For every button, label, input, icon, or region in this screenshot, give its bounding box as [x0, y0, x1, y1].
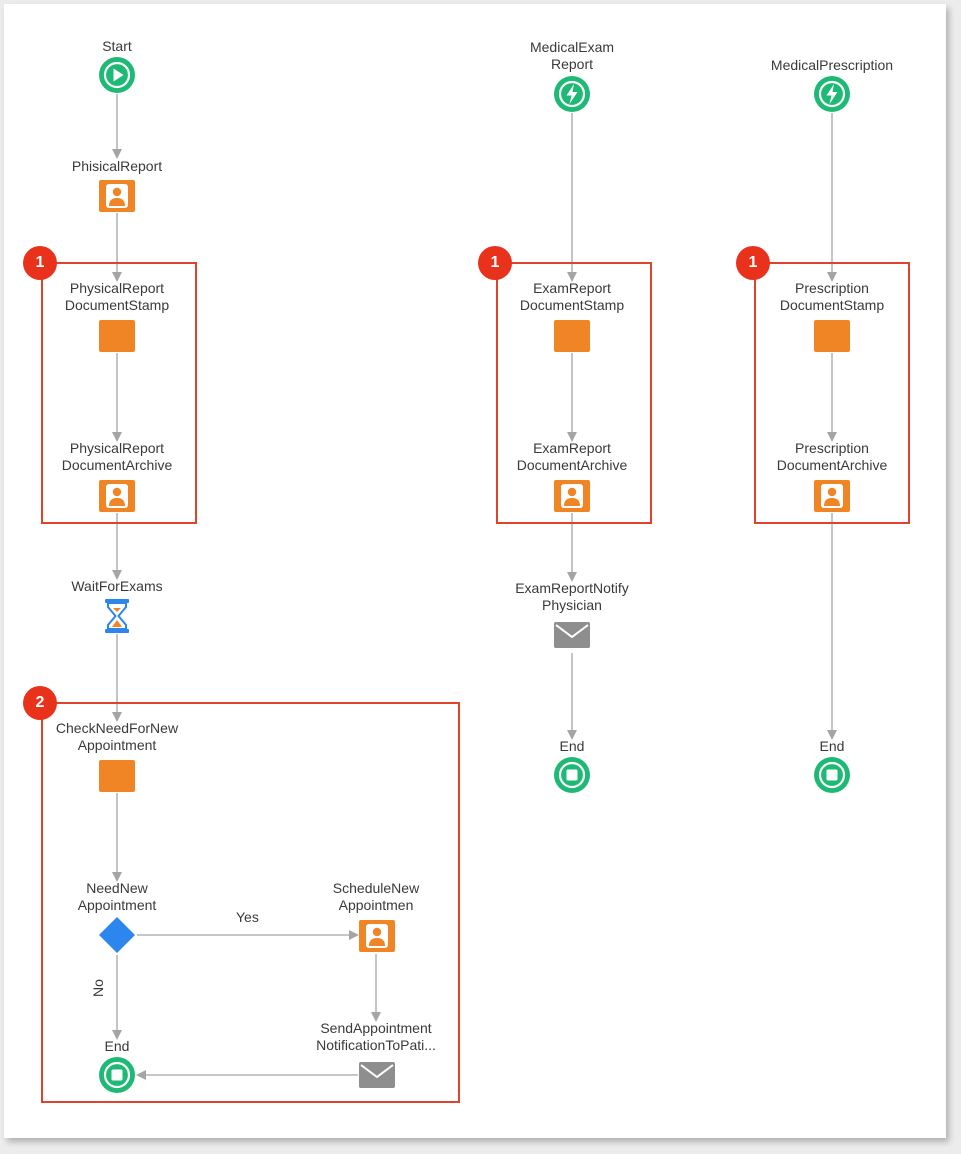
- check-label-line2: Appointment: [77, 737, 157, 753]
- group-frame-prescription: [754, 262, 910, 524]
- end-event-icon[interactable]: [554, 757, 590, 793]
- decision-label-line2: Appointment: [77, 897, 157, 913]
- check-label-line1: CheckNeedForNew: [55, 720, 179, 736]
- group-badge: 1: [736, 246, 770, 280]
- rx-trigger-label: MedicalPrescription: [770, 57, 894, 73]
- service-task-icon[interactable]: [99, 760, 135, 792]
- exam-trigger-label-line2: Report: [550, 56, 594, 72]
- lightning-event-icon[interactable]: [814, 76, 850, 112]
- stamp-label-line1: PhysicalReport: [69, 280, 165, 296]
- archive-label-line2: DocumentArchive: [61, 457, 173, 473]
- decision-label-line1: NeedNew: [86, 880, 148, 896]
- schedule-label-line2: Appointmen: [338, 897, 414, 913]
- send-label-line1: SendAppointment: [320, 1020, 432, 1036]
- no-label: No: [90, 979, 106, 997]
- user-task-icon[interactable]: [99, 180, 135, 212]
- process-canvas: 1 1 1 2 Start PhisicalReport PhysicalRep…: [4, 4, 946, 1138]
- group-badge: 2: [23, 686, 57, 720]
- mail-icon[interactable]: [359, 1062, 395, 1088]
- user-task-icon[interactable]: [554, 480, 590, 512]
- rx-stamp-label-line2: DocumentStamp: [779, 297, 885, 313]
- physical-report-label: PhisicalReport: [71, 158, 163, 174]
- end-label: End: [104, 1038, 130, 1054]
- connectors: [112, 94, 837, 1080]
- end-event-icon[interactable]: [814, 757, 850, 793]
- wait-label: WaitForExams: [71, 578, 163, 594]
- user-task-icon[interactable]: [99, 480, 135, 512]
- stamp-label-line2: DocumentStamp: [64, 297, 170, 313]
- rx-archive-label-line2: DocumentArchive: [776, 457, 888, 473]
- start-event-icon[interactable]: [99, 57, 135, 93]
- exam-trigger-label-line1: MedicalExam: [529, 39, 615, 55]
- rx-stamp-label-line1: Prescription: [795, 280, 869, 296]
- service-task-icon[interactable]: [554, 320, 590, 352]
- lightning-event-icon[interactable]: [554, 76, 590, 112]
- group-frame-exam: [496, 262, 652, 524]
- send-label-line2: NotificationToPati...: [316, 1037, 436, 1053]
- rx-end-label: End: [819, 738, 845, 754]
- user-task-icon[interactable]: [814, 480, 850, 512]
- exam-archive-label-line1: ExamReport: [533, 440, 611, 456]
- archive-label-line1: PhysicalReport: [69, 440, 165, 456]
- start-label: Start: [102, 38, 132, 54]
- hourglass-icon[interactable]: [103, 598, 131, 634]
- notify-label-line1: ExamReportNotify: [515, 580, 629, 596]
- group-badge: 1: [478, 246, 512, 280]
- mail-icon[interactable]: [554, 622, 590, 648]
- decision-gateway-icon[interactable]: [98, 916, 136, 954]
- group-badge: 1: [23, 246, 57, 280]
- user-task-icon[interactable]: [359, 920, 395, 952]
- exam-end-label: End: [559, 738, 585, 754]
- exam-stamp-label-line1: ExamReport: [533, 280, 611, 296]
- exam-stamp-label-line2: DocumentStamp: [519, 297, 625, 313]
- group-frame-appointment: [41, 702, 460, 1103]
- schedule-label-line1: ScheduleNew: [332, 880, 420, 896]
- exam-archive-label-line2: DocumentArchive: [516, 457, 628, 473]
- yes-label: Yes: [236, 909, 259, 925]
- service-task-icon[interactable]: [99, 320, 135, 352]
- notify-label-line2: Physician: [542, 597, 602, 613]
- group-frame-physical: [41, 262, 197, 524]
- end-event-icon[interactable]: [99, 1057, 135, 1093]
- service-task-icon[interactable]: [814, 320, 850, 352]
- rx-archive-label-line1: Prescription: [795, 440, 869, 456]
